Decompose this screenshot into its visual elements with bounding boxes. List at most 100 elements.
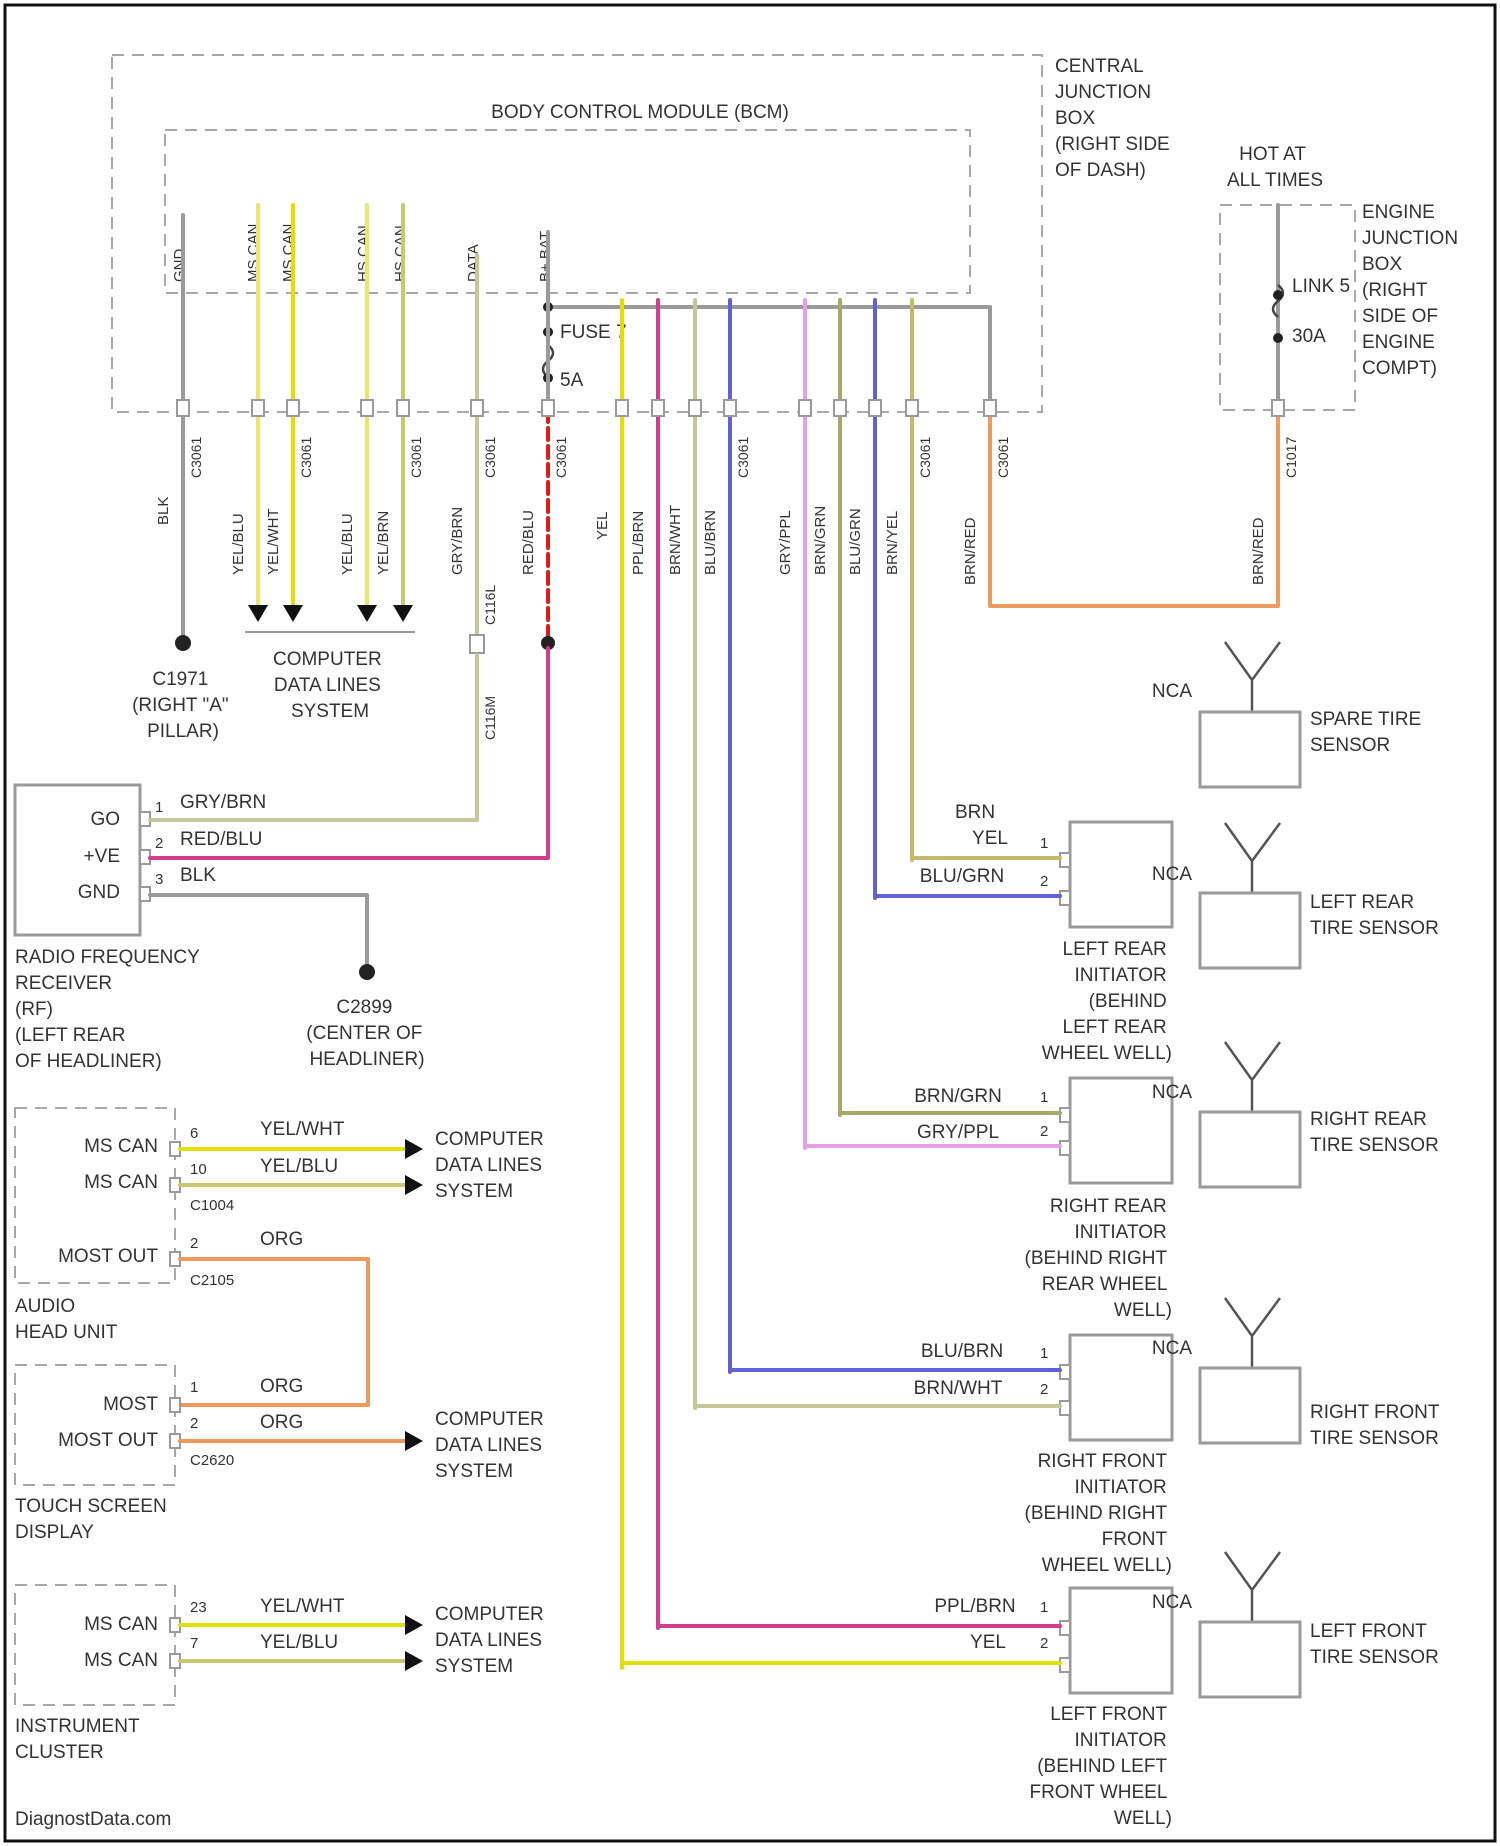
cluster-pin-number: 7 — [190, 1635, 198, 1652]
sensor-box — [1200, 1622, 1300, 1697]
arrow-down-icon — [357, 605, 377, 622]
arrow-down-icon — [248, 605, 268, 622]
cluster-wire-color: YEL/WHT — [260, 1596, 345, 1617]
link-5-node-bottom — [1273, 333, 1283, 343]
rr-wire-color: GRY/PPL — [917, 1122, 999, 1143]
antenna-icon — [1225, 823, 1280, 893]
touch-wire-color: ORG — [260, 1412, 303, 1433]
left-front-tire-sensor: NCA LEFT FRONT TIRE SENSOR — [1152, 1552, 1439, 1697]
lr-initiator-label: LEFT REAR INITIATOR (BEHIND LEFT REAR WH… — [1042, 939, 1172, 1064]
audio-pin-number: 10 — [190, 1161, 207, 1178]
instrument-cluster-label: INSTRUMENT CLUSTER — [15, 1716, 145, 1763]
data-lines-arrows-top — [245, 605, 415, 632]
rf-pin-number: 2 — [155, 835, 163, 852]
bcm-pin-hs-can-1: HS CAN — [355, 225, 372, 282]
bcm-pin-hs-can-2: HS CAN — [392, 225, 409, 282]
connector-cavity — [799, 400, 811, 416]
left-front-initiator: PPL/BRN YEL 1 2 LEFT FRONT INITIATOR (BE… — [622, 1588, 1172, 1829]
rf-initiator-wire-color: BLU/BRN — [921, 1341, 1003, 1362]
rf-initiator-connector — [1060, 1401, 1070, 1415]
wire-color-label: BLU/BRN — [702, 510, 719, 575]
link-5-label: LINK 5 — [1292, 276, 1350, 297]
ground-c1971-dot — [175, 635, 191, 651]
lf-initiator-connector — [1060, 1621, 1070, 1635]
rr-pin-number: 1 — [1040, 1089, 1048, 1106]
bcm-pin-labels: GND MS CAN MS CAN HS CAN HS CAN DATA B+ … — [171, 224, 554, 282]
rf-initiator-pin-number: 2 — [1040, 1381, 1048, 1398]
connector-id: C3061 — [298, 437, 314, 478]
right-rear-tire-sensor: NCA RIGHT REAR TIRE SENSOR — [1152, 1042, 1439, 1187]
bcm-pin-b-bat: B+ BAT — [537, 231, 554, 282]
engine-junction-box-label: ENGINE JUNCTION BOX (RIGHT SIDE OF ENGIN… — [1362, 202, 1463, 379]
wire-color-label: BRN/WHT — [667, 505, 684, 575]
connector-cavity — [287, 400, 299, 416]
connector-cavity — [834, 400, 846, 416]
inline-connector-c116-label-2: C116M — [482, 696, 498, 740]
wire-color-label: YEL/BLU — [230, 513, 247, 575]
cluster-pin-ms-can-1: MS CAN — [84, 1614, 158, 1635]
audio-pin-ms-can-2: MS CAN — [84, 1172, 158, 1193]
rf-receiver-box — [15, 785, 140, 935]
arrow-right-icon — [405, 1175, 423, 1195]
ground-c2899-label: C2899 (CENTER OF HEADLINER) — [306, 997, 427, 1070]
right-front-initiator: BLU/BRN BRN/WHT 1 2 RIGHT FRONT INITIATO… — [695, 1335, 1172, 1576]
rf-pin-number: 3 — [155, 871, 163, 888]
wire-color-label: GRY/BRN — [449, 507, 466, 575]
connector-cavity — [984, 400, 996, 416]
engine-junction-box-outline — [1220, 205, 1355, 410]
antenna-icon — [1225, 1042, 1280, 1112]
sensor-label: RIGHT REAR TIRE SENSOR — [1310, 1109, 1439, 1156]
lf-initiator-connector — [1060, 1658, 1070, 1672]
rf-initiator-label: RIGHT FRONT INITIATOR (BEHIND RIGHT FRON… — [1025, 1451, 1172, 1576]
rr-pin-number: 2 — [1040, 1123, 1048, 1140]
lf-pin-number: 2 — [1040, 1635, 1048, 1652]
wire-color-label: BLK — [155, 497, 172, 525]
antenna-icon — [1225, 1552, 1280, 1622]
wire-color-label: YEL — [594, 512, 611, 540]
sensor-label: SPARE TIRE SENSOR — [1310, 709, 1427, 756]
computer-data-lines-label-top: COMPUTER DATA LINES SYSTEM — [273, 649, 387, 722]
audio-head-unit-label: AUDIO HEAD UNIT — [15, 1296, 118, 1343]
touch-screen-outline — [15, 1365, 175, 1485]
right-rear-initiator: BRN/GRN GRY/PPL 1 2 RIGHT REAR INITIATOR… — [805, 1078, 1172, 1321]
sensor-label: RIGHT FRONT TIRE SENSOR — [1310, 1402, 1444, 1449]
wire-color-label: BRN/RED — [1250, 517, 1267, 585]
connector-id: C3061 — [917, 437, 933, 478]
audio-connector-id: C1004 — [190, 1197, 234, 1214]
connector-id: C1017 — [1283, 437, 1299, 478]
connector-cavity — [869, 400, 881, 416]
connector-cavity — [252, 400, 264, 416]
arrow-right-icon — [405, 1139, 423, 1159]
wire-color-label: YEL/BRN — [375, 511, 392, 575]
cluster-pin-number: 23 — [190, 1599, 207, 1616]
audio-pin-number: 2 — [190, 1235, 198, 1252]
link-5-node-top — [1273, 290, 1283, 300]
wire-color-label: PPL/BRN — [630, 511, 647, 575]
connector-id: C3061 — [188, 437, 204, 478]
upper-wires — [183, 205, 1278, 1668]
connector-cavity — [616, 400, 628, 416]
inline-connector-c116 — [470, 635, 484, 653]
touch-connector-id: C2620 — [190, 1452, 234, 1469]
wire-color-label: YEL/BLU — [339, 513, 356, 575]
bcm-pin-gnd: GND — [171, 249, 188, 283]
fuse-7-label: FUSE 7 — [560, 322, 627, 343]
sensor-label: LEFT REAR TIRE SENSOR — [1310, 892, 1439, 939]
rf-wire-color: BLK — [180, 865, 216, 886]
rr-initiator-connector — [1060, 1108, 1070, 1122]
rr-wire-color: BRN/GRN — [914, 1086, 1002, 1107]
sensor-box — [1200, 1368, 1300, 1443]
cluster-wire-color: YEL/BLU — [260, 1632, 338, 1653]
link-5-rating: 30A — [1292, 326, 1326, 347]
connector-id: C3061 — [995, 437, 1011, 478]
connector-cavity — [906, 400, 918, 416]
connector-id: C3061 — [735, 437, 751, 478]
computer-data-lines-label-touch: COMPUTER DATA LINES SYSTEM — [435, 1409, 549, 1482]
wire-color-label: GRY/PPL — [777, 510, 794, 575]
sensor-label: LEFT FRONT TIRE SENSOR — [1310, 1621, 1439, 1668]
connector-cavity — [1272, 400, 1284, 416]
left-rear-tire-sensor: NCA LEFT REAR TIRE SENSOR — [1152, 823, 1439, 968]
touch-connector — [170, 1398, 180, 1412]
touch-pin-number: 1 — [190, 1379, 198, 1396]
instrument-cluster-outline — [15, 1585, 175, 1705]
